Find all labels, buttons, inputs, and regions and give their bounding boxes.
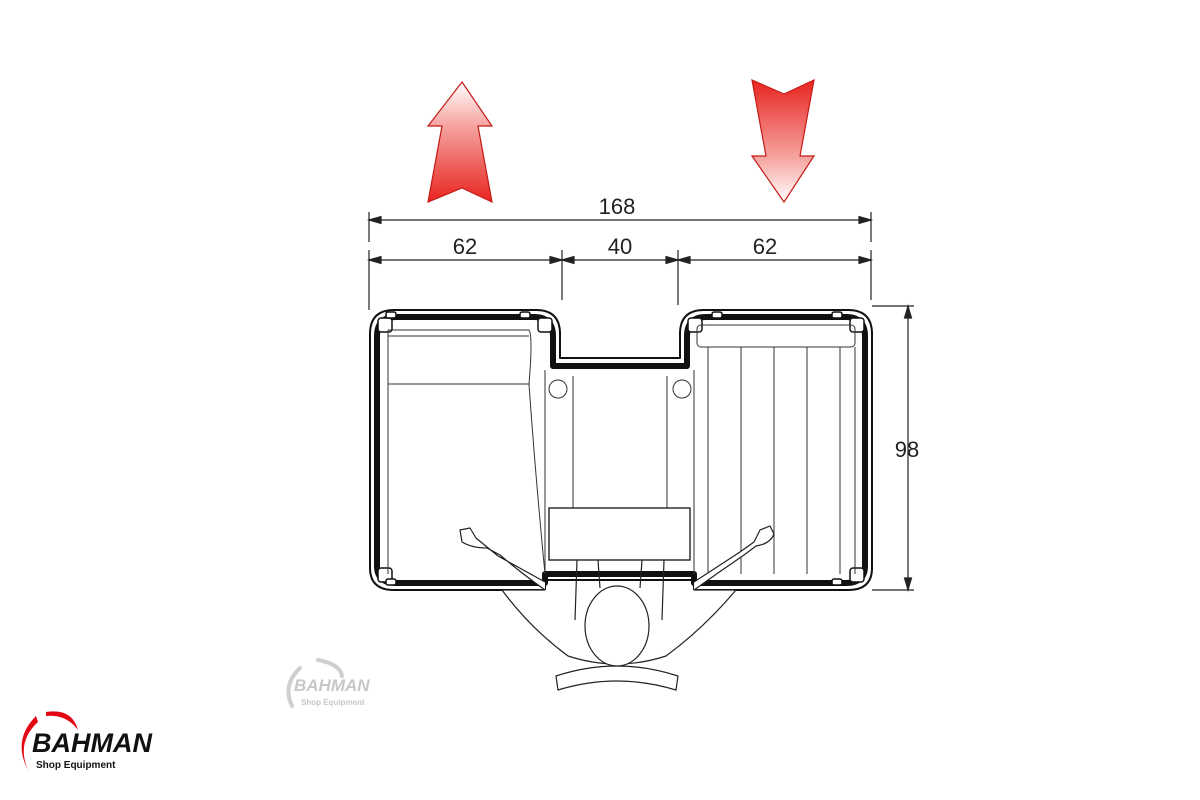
right-counter-section <box>696 324 856 574</box>
dimension-overall-label: 168 <box>599 194 636 219</box>
logo-brand: BAHMAN <box>32 728 152 758</box>
dimension-depth <box>872 303 914 593</box>
down-arrow-icon <box>750 78 816 204</box>
up-arrow-icon <box>426 80 494 204</box>
dimension-left-label: 62 <box>453 234 477 259</box>
middle-counter-section <box>544 370 695 574</box>
left-counter-section <box>387 329 546 575</box>
watermark-logo: BAHMAN Shop Equipment <box>286 658 370 708</box>
logo-tagline: Shop Equipment <box>36 760 116 771</box>
dimension-sections <box>366 250 874 310</box>
dimension-middle-label: 40 <box>608 234 632 259</box>
watermark-tagline: Shop Equipment <box>301 698 365 707</box>
dimension-right-label: 62 <box>753 234 777 259</box>
logo-swoosh-icon <box>21 716 38 770</box>
counter-frame <box>369 309 873 591</box>
corner-caps <box>377 311 865 586</box>
watermark-brand: BAHMAN <box>294 676 370 695</box>
brand-logo: BAHMAN Shop Equipment <box>21 711 152 771</box>
person-top-view-icon <box>459 525 775 691</box>
dimension-depth-label: 98 <box>895 437 919 462</box>
dimension-overall <box>366 212 874 242</box>
